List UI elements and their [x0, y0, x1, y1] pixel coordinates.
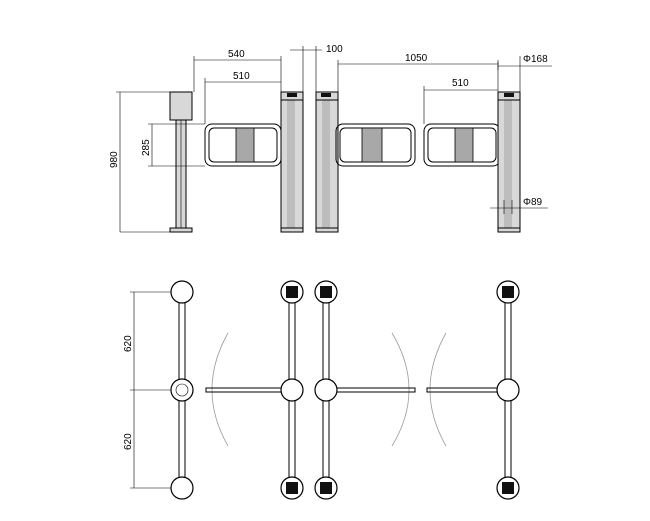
left-gate-panel [235, 127, 255, 163]
plan-column-4-top-sensor-icon [502, 286, 514, 298]
dim-285: 285 [141, 123, 205, 167]
left-stanchion [169, 91, 193, 233]
post-4 [497, 91, 521, 233]
dim-1050-label: 1050 [405, 53, 428, 64]
middle-gate-frame [335, 123, 416, 167]
dim-620-bottom: 620 [123, 390, 171, 489]
plan-column-2-top-sensor-icon [286, 286, 298, 298]
plan-view: 620 620 [123, 280, 520, 500]
left-stanchion-cap [169, 91, 193, 121]
post-3 [315, 91, 339, 233]
dim-620-bottom-label: 620 [123, 433, 134, 450]
dim-540: 540 [193, 49, 282, 92]
plan-arm-right [426, 387, 498, 393]
dim-dia-89-label: Φ89 [523, 197, 543, 208]
swing-arc-right-left [429, 332, 447, 447]
plan-arm-middle [336, 387, 416, 393]
plan-column-4 [496, 280, 520, 500]
dim-dia-168-label: Φ168 [523, 54, 548, 65]
dim-980: 980 [109, 91, 170, 232]
plan-column-3-top-sensor-icon [320, 286, 332, 298]
plan-column-1-bottom-post [170, 476, 194, 500]
middle-gate-panel [361, 127, 383, 163]
right-swing-gate [423, 123, 501, 167]
elevation-view: 540 510 100 1050 510 [109, 44, 552, 233]
dim-510-right-label: 510 [452, 78, 469, 89]
dim-285-label: 285 [141, 139, 152, 156]
plan-column-1-top-post [170, 280, 194, 304]
swing-arc-left [211, 332, 229, 447]
swing-arc-middle-right [391, 332, 410, 447]
middle-swing-gate [335, 123, 416, 167]
dim-510-left-label: 510 [233, 71, 250, 82]
dim-dia-89: Φ89 [490, 197, 548, 214]
plan-column-1 [170, 280, 194, 500]
dim-620-top: 620 [123, 291, 171, 391]
plan-column-4-hub [496, 378, 520, 402]
dim-dia-168: Φ168 [497, 54, 552, 92]
dim-620-top-label: 620 [123, 335, 134, 352]
post-4-top-sensor-icon [504, 93, 514, 97]
plan-arm-left [205, 387, 287, 393]
dim-100: 100 [290, 44, 343, 92]
dim-510-left: 510 [204, 71, 281, 124]
post-3-top-sensor-icon [321, 93, 331, 97]
post-2-top-sensor-icon [287, 93, 297, 97]
dim-100-label: 100 [326, 44, 343, 55]
plan-column-3-bottom-sensor-icon [320, 482, 332, 494]
plan-column-2 [280, 280, 304, 500]
left-stanchion-base [169, 227, 193, 233]
post-2 [280, 91, 304, 233]
dim-540-label: 540 [228, 49, 245, 60]
plan-column-2-bottom-sensor-icon [286, 482, 298, 494]
dim-1050: 1050 [337, 53, 499, 92]
plan-column-1-hub [170, 378, 194, 402]
left-swing-gate [204, 123, 282, 167]
dim-980-label: 980 [109, 151, 120, 168]
plan-column-2-hub [280, 378, 304, 402]
dim-510-right: 510 [423, 78, 498, 124]
right-gate-panel [454, 127, 474, 163]
plan-column-4-bottom-sensor-icon [502, 482, 514, 494]
plan-column-3 [314, 280, 338, 500]
plan-column-3-hub [314, 378, 338, 402]
